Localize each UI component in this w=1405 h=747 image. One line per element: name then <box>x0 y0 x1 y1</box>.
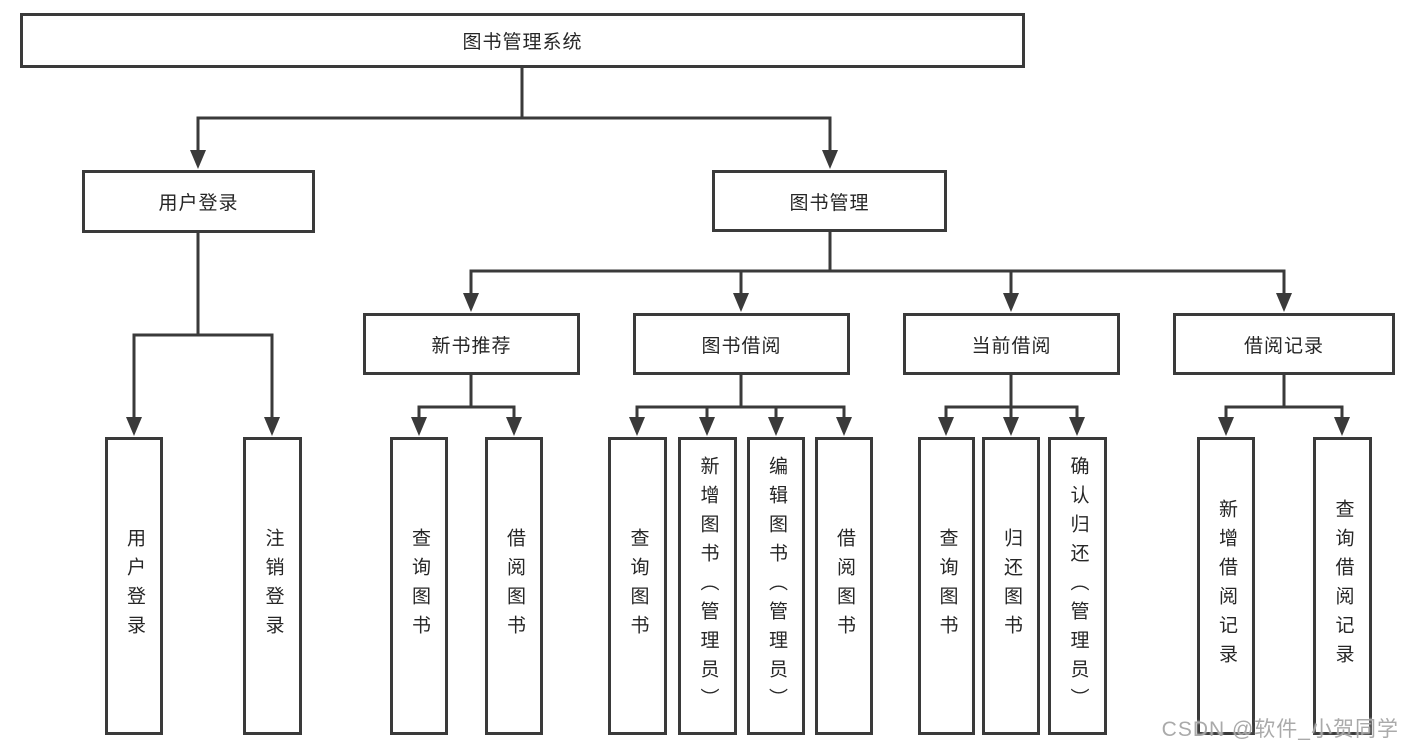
leaf-borrow-add-admin: 新增图书（管理员） <box>678 437 737 735</box>
node-book-borrow: 图书借阅 <box>633 313 850 375</box>
leaf-newbook-borrow: 借阅图书 <box>485 437 543 735</box>
leaf-current-query-label: 查询图书 <box>936 528 958 644</box>
leaf-borrow-edit-admin-label: 编辑图书（管理员） <box>765 455 787 717</box>
node-current-borrow: 当前借阅 <box>903 313 1120 375</box>
leaf-current-query: 查询图书 <box>918 437 975 735</box>
leaf-newbook-query: 查询图书 <box>390 437 448 735</box>
leaf-logout-label: 注销登录 <box>262 528 284 644</box>
watermark: CSDN @软件_小贺同学 <box>1161 718 1399 741</box>
leaf-return-book: 归还图书 <box>982 437 1040 735</box>
node-new-book-recommend: 新书推荐 <box>363 313 580 375</box>
node-book-borrow-label: 图书借阅 <box>701 335 782 357</box>
node-root: 图书管理系统 <box>20 13 1025 68</box>
leaf-user-login: 用户登录 <box>105 437 163 735</box>
node-user-login-label: 用户登录 <box>158 193 239 214</box>
node-borrow-record-label: 借阅记录 <box>1243 335 1324 357</box>
leaf-borrow-book: 借阅图书 <box>815 437 873 735</box>
leaf-user-login-label: 用户登录 <box>123 528 145 644</box>
node-new-book-recommend-label: 新书推荐 <box>431 335 512 357</box>
leaf-newbook-borrow-label: 借阅图书 <box>503 528 525 644</box>
leaf-confirm-return-admin: 确认归还（管理员） <box>1048 437 1107 735</box>
leaf-borrow-edit-admin: 编辑图书（管理员） <box>747 437 805 735</box>
node-book-management: 图书管理 <box>712 170 947 232</box>
leaf-return-book-label: 归还图书 <box>1000 528 1022 644</box>
leaf-logout: 注销登录 <box>243 437 302 735</box>
leaf-borrow-book-label: 借阅图书 <box>833 528 855 644</box>
leaf-add-borrow-record: 新增借阅记录 <box>1197 437 1255 735</box>
leaf-borrow-add-admin-label: 新增图书（管理员） <box>697 455 719 717</box>
leaf-query-borrow-record-label: 查询借阅记录 <box>1332 499 1354 673</box>
leaf-borrow-query-label: 查询图书 <box>627 528 649 644</box>
leaf-newbook-query-label: 查询图书 <box>408 528 430 644</box>
node-book-management-label: 图书管理 <box>789 192 870 214</box>
node-user-login: 用户登录 <box>82 170 315 233</box>
leaf-confirm-return-admin-label: 确认归还（管理员） <box>1067 455 1089 717</box>
leaf-borrow-query: 查询图书 <box>608 437 667 735</box>
leaf-query-borrow-record: 查询借阅记录 <box>1313 437 1372 735</box>
node-root-label: 图书管理系统 <box>462 32 583 53</box>
node-borrow-record: 借阅记录 <box>1173 313 1395 375</box>
node-current-borrow-label: 当前借阅 <box>971 335 1052 357</box>
leaf-add-borrow-record-label: 新增借阅记录 <box>1215 499 1237 673</box>
arrowheads <box>126 150 1350 436</box>
